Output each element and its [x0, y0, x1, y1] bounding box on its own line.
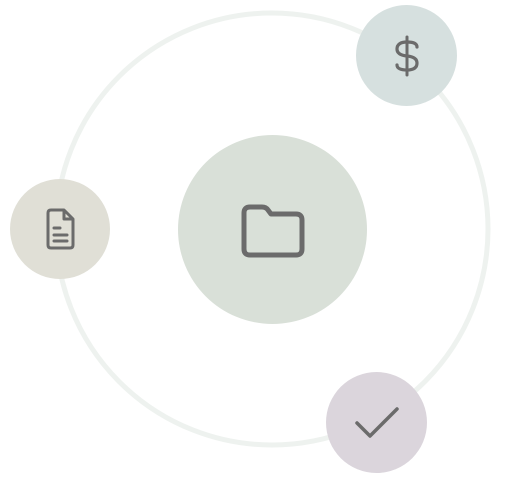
center-node	[178, 135, 367, 324]
folder-icon	[241, 204, 304, 257]
document-node	[10, 179, 110, 279]
document-icon	[46, 208, 75, 250]
dollar-sign-icon	[394, 35, 419, 76]
checkmark-icon	[354, 406, 399, 438]
checkmark-node	[326, 372, 427, 473]
dollar-node	[356, 5, 457, 106]
